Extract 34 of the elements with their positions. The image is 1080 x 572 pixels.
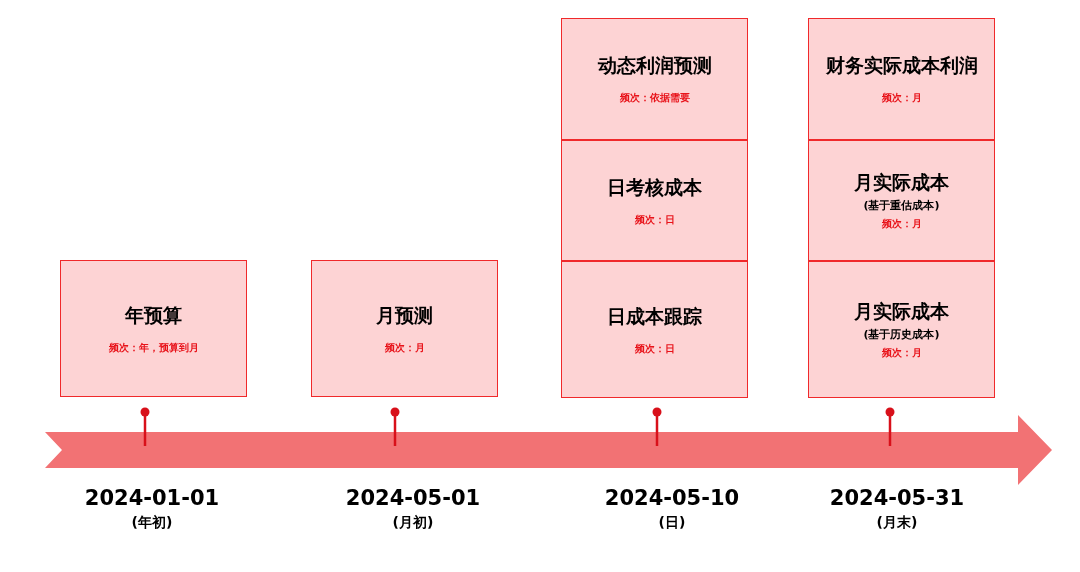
event-box	[561, 261, 748, 398]
event-box	[808, 140, 995, 261]
event-box	[60, 260, 247, 397]
date-label: 2024-05-31	[829, 486, 965, 510]
period-label: (日)	[658, 514, 686, 532]
event-box	[561, 140, 748, 261]
event-title: 月实际成本	[854, 170, 949, 195]
date-label: 2024-05-10	[604, 486, 740, 510]
event-box	[808, 18, 995, 140]
frequency-note: 频次：月	[881, 217, 922, 231]
frequency-note: 频次：日	[634, 341, 675, 356]
frequency-note: 频次：依据需要	[619, 91, 690, 105]
period-label: (年初)	[131, 514, 173, 532]
frequency-note: 频次：月	[384, 340, 425, 355]
event-title: 月实际成本	[854, 299, 949, 324]
basis-note: (基于历史成本)	[863, 327, 940, 342]
period-label: (月末)	[876, 514, 918, 532]
event-title: 财务实际成本利润	[825, 53, 978, 78]
event-title: 日考核成本	[607, 174, 702, 200]
event-title: 月预测	[376, 302, 433, 328]
event-title: 动态利润预测	[597, 53, 712, 78]
frequency-note: 频次：日	[634, 212, 675, 227]
basis-note: (基于重估成本)	[863, 198, 940, 213]
event-box	[561, 18, 748, 140]
event-title: 年预算	[125, 302, 182, 328]
frequency-note: 频次：年，预算到月	[108, 340, 199, 355]
date-label: 2024-01-01	[84, 486, 220, 510]
frequency-note: 频次：月	[881, 346, 922, 360]
period-label: (月初)	[392, 514, 434, 532]
frequency-note: 频次：月	[881, 91, 922, 105]
date-label: 2024-05-01	[345, 486, 481, 510]
event-box	[808, 261, 995, 398]
event-title: 日成本跟踪	[607, 303, 702, 329]
event-box	[311, 260, 498, 397]
